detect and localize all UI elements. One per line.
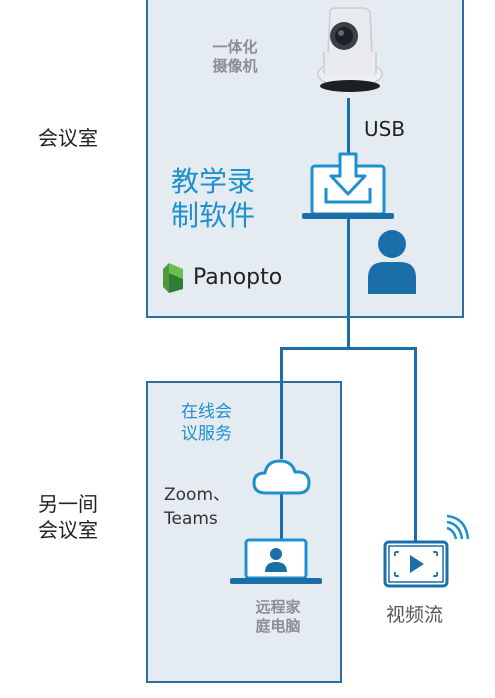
laptop-person-icon: [230, 538, 322, 584]
camera-label-line2: 摄像机: [212, 57, 258, 75]
cloud-icon: [252, 459, 311, 495]
meeting-room-label: 会议室: [38, 126, 98, 150]
service-label-line2: 议服务: [181, 424, 232, 444]
video-stream-icon: [383, 540, 449, 588]
remote-pc-label-line2: 庭电脑: [255, 617, 301, 635]
panopto-brand-text: Panopto: [193, 265, 283, 290]
connector-cloud-to-pc: [280, 493, 283, 540]
connector-usb: [347, 98, 350, 153]
other-room-label-line1: 另一间: [38, 492, 98, 516]
wifi-signal-icon: [446, 514, 470, 540]
software-label-line1: 教学录: [171, 165, 256, 198]
remote-pc-label-line1: 远程家: [255, 598, 301, 616]
connector-horizontal: [280, 347, 417, 350]
laptop-download-icon: [302, 152, 394, 219]
apps-label-line2: Teams: [164, 509, 218, 529]
apps-label-line1: Zoom、: [164, 485, 231, 505]
camera-icon: [317, 7, 383, 92]
meeting-room-box: [146, 0, 464, 318]
connector-laptop-down: [347, 217, 350, 349]
person-icon: [368, 230, 416, 294]
service-label-line1: 在线会: [181, 402, 232, 422]
connector-to-stream: [414, 347, 417, 542]
camera-label-line1: 一体化: [212, 38, 258, 56]
video-stream-label: 视频流: [386, 604, 444, 626]
panopto-logo-icon: [163, 263, 183, 293]
connector-to-cloud: [280, 347, 283, 459]
usb-label: USB: [364, 117, 406, 141]
other-room-box: [146, 381, 342, 683]
other-room-label-line2: 会议室: [38, 518, 98, 542]
software-label-line2: 制软件: [171, 199, 256, 232]
